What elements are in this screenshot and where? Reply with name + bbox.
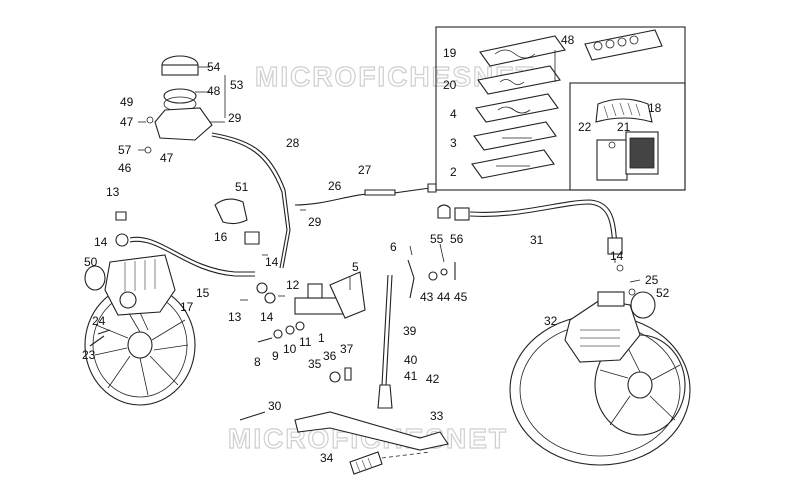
callout-label-51: 51 bbox=[235, 180, 249, 194]
callout-label-14d: 14 bbox=[610, 249, 624, 263]
switch-51 bbox=[214, 198, 248, 225]
callout-label-21: 21 bbox=[617, 120, 631, 134]
callout-label-10: 10 bbox=[283, 342, 297, 356]
callout-label-1: 1 bbox=[318, 331, 325, 345]
callout-label-48a: 48 bbox=[207, 84, 221, 98]
callout-label-9: 9 bbox=[272, 349, 279, 363]
kit-sheets bbox=[471, 29, 663, 179]
callout-label-18: 18 bbox=[648, 101, 662, 115]
callout-label-31: 31 bbox=[530, 233, 544, 247]
callout-label-29a: 29 bbox=[228, 111, 242, 125]
rod-39 bbox=[381, 274, 389, 386]
callout-label-17: 17 bbox=[180, 300, 194, 314]
callout-label-46: 46 bbox=[118, 161, 132, 175]
callout-label-12: 12 bbox=[286, 278, 300, 292]
callout-label-23: 23 bbox=[82, 348, 96, 362]
callout-label-56: 56 bbox=[450, 232, 464, 246]
callout-label-5: 5 bbox=[352, 260, 359, 274]
callout-label-14c: 14 bbox=[260, 310, 274, 324]
pin-30 bbox=[239, 411, 266, 421]
callout-label-45: 45 bbox=[454, 290, 468, 304]
callout-label-47b: 47 bbox=[160, 151, 174, 165]
fitting-56 bbox=[454, 207, 470, 221]
bolt-23-24 bbox=[89, 329, 111, 347]
callout-label-14a: 14 bbox=[94, 235, 108, 249]
callout-label-43: 43 bbox=[420, 290, 434, 304]
callout-label-8: 8 bbox=[254, 355, 261, 369]
brake-line-28 bbox=[211, 132, 291, 269]
callout-label-37: 37 bbox=[340, 342, 354, 356]
callout-label-52: 52 bbox=[656, 286, 670, 300]
callout-label-35: 35 bbox=[308, 357, 322, 371]
callout-label-24: 24 bbox=[92, 314, 106, 328]
callout-label-30: 30 bbox=[268, 399, 282, 413]
callout-label-41: 41 bbox=[404, 369, 418, 383]
callout-label-22: 22 bbox=[578, 120, 592, 134]
callout-label-44: 44 bbox=[437, 290, 451, 304]
kit-inset bbox=[435, 26, 686, 191]
callout-label-53: 53 bbox=[230, 78, 244, 92]
callout-label-27: 27 bbox=[358, 163, 372, 177]
callout-label-20: 20 bbox=[443, 78, 457, 92]
cable-26 bbox=[294, 187, 431, 206]
brake-pads bbox=[595, 98, 659, 181]
callout-label-16: 16 bbox=[214, 230, 228, 244]
rear-caliper bbox=[564, 291, 641, 363]
callout-label-28: 28 bbox=[286, 136, 300, 150]
callout-label-50: 50 bbox=[84, 255, 98, 269]
callout-label-26: 26 bbox=[328, 179, 342, 193]
callout-label-6: 6 bbox=[390, 240, 397, 254]
callout-label-47a: 47 bbox=[120, 115, 134, 129]
front-caliper bbox=[104, 254, 176, 316]
bolt-13 bbox=[115, 211, 127, 221]
callout-label-39: 39 bbox=[403, 324, 417, 338]
callout-label-29b: 29 bbox=[308, 215, 322, 229]
cap-50 bbox=[84, 265, 106, 291]
callout-label-34: 34 bbox=[320, 451, 334, 465]
part-27 bbox=[364, 189, 396, 196]
leader-lines bbox=[138, 50, 641, 301]
callout-label-49: 49 bbox=[120, 95, 134, 109]
callout-label-3: 3 bbox=[450, 136, 457, 150]
switch-16 bbox=[244, 231, 260, 245]
footpeg-34 bbox=[349, 451, 383, 475]
callout-label-48b: 48 bbox=[561, 33, 575, 47]
callout-label-11: 11 bbox=[299, 335, 312, 349]
callout-label-14b: 14 bbox=[265, 255, 279, 269]
pad-inset-frame bbox=[569, 82, 686, 191]
callout-label-55: 55 bbox=[430, 232, 444, 246]
spring-6 bbox=[407, 259, 415, 299]
callout-label-13a: 13 bbox=[106, 185, 120, 199]
callout-label-40: 40 bbox=[404, 353, 418, 367]
callout-label-4: 4 bbox=[450, 107, 457, 121]
callout-label-19: 19 bbox=[443, 46, 457, 60]
rear-master-cylinder bbox=[256, 271, 366, 319]
front-brake-hose bbox=[129, 236, 255, 273]
callout-label-2: 2 bbox=[450, 165, 457, 179]
callout-label-25: 25 bbox=[645, 273, 659, 287]
callout-label-13b: 13 bbox=[228, 310, 242, 324]
cap-52 bbox=[630, 291, 656, 319]
callout-label-42: 42 bbox=[426, 372, 440, 386]
callout-label-33: 33 bbox=[430, 409, 444, 423]
rear-brake-line bbox=[469, 199, 618, 246]
callout-label-54: 54 bbox=[207, 60, 221, 74]
banjo-55 bbox=[437, 204, 451, 219]
front-master-cylinder bbox=[144, 55, 213, 154]
lever-33 bbox=[294, 411, 449, 451]
callout-label-36: 36 bbox=[323, 349, 337, 363]
callout-label-32: 32 bbox=[544, 314, 558, 328]
callout-label-57: 57 bbox=[118, 143, 132, 157]
callout-label-15: 15 bbox=[196, 286, 210, 300]
washers-8-11 bbox=[257, 321, 305, 343]
